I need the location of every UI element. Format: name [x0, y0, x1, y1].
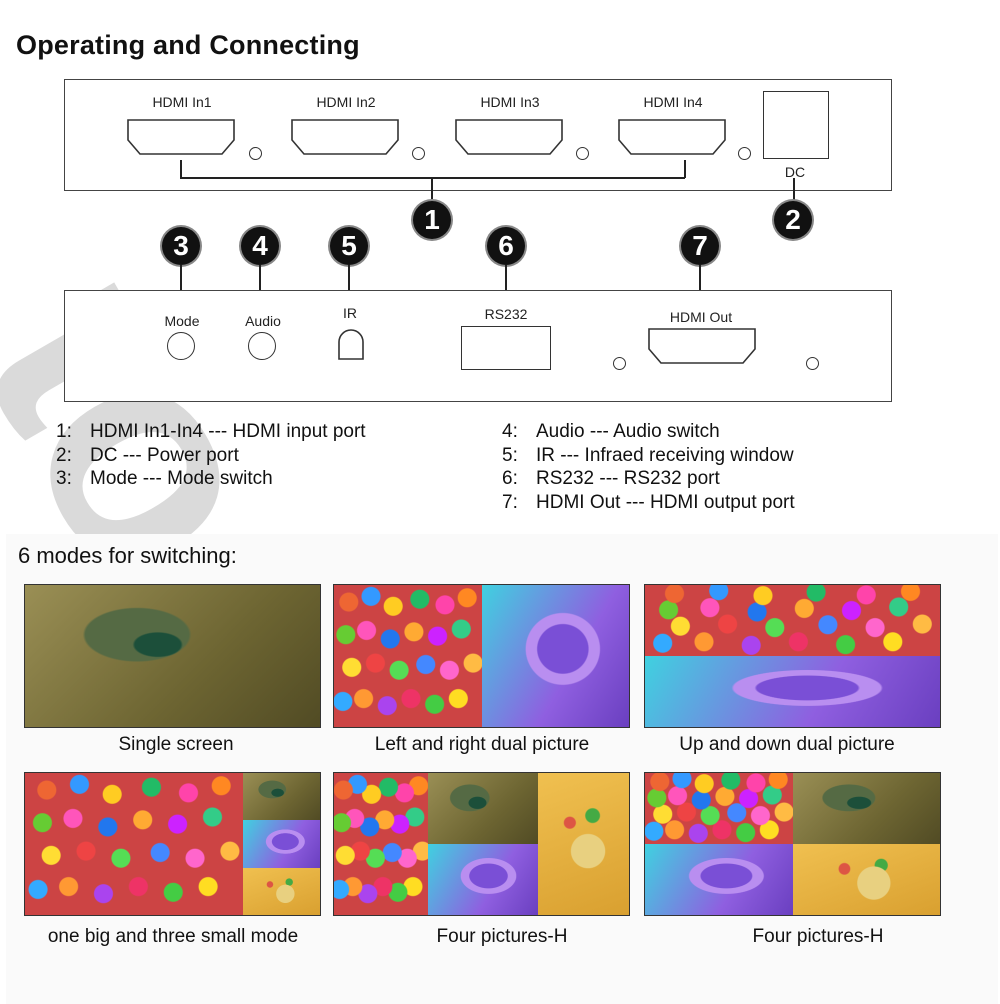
leader-line	[699, 265, 701, 305]
mode-caption: Up and down dual picture	[679, 734, 895, 755]
screw-icon	[738, 147, 751, 160]
mouse-image	[645, 844, 793, 915]
mode-thumb-single-screen	[24, 584, 321, 728]
hdmi-in3-port-icon	[455, 119, 563, 155]
rs232-port-icon	[461, 326, 551, 370]
callout-badge-3: 3	[162, 227, 200, 265]
hdmi-in2-label: HDMI In2	[316, 94, 376, 110]
hdmi-in4-port-icon	[618, 119, 726, 155]
mode-thumb-left-right	[333, 584, 630, 728]
legend-left: 1:HDMI In1-In4 --- HDMI input port 2:DC …	[56, 420, 366, 491]
hummingbird-image	[428, 773, 538, 844]
hdmi-in2-port-icon	[291, 119, 399, 155]
mouse-image	[481, 585, 629, 727]
mode-caption: Left and right dual picture	[374, 734, 590, 755]
callout-badge-4: 4	[241, 227, 279, 265]
legend-item: 4:Audio --- Audio switch	[502, 421, 720, 442]
leader-line	[793, 178, 795, 200]
salad-image	[792, 844, 940, 915]
hdmi-in3-label: HDMI In3	[480, 94, 540, 110]
mouse-image	[428, 844, 538, 915]
hdmi-out-label: HDMI Out	[669, 309, 733, 325]
screw-icon	[576, 147, 589, 160]
legend-item: 5:IR --- Infraed receiving window	[502, 444, 794, 466]
hummingbird-image	[25, 585, 320, 727]
page-title: Operating and Connecting	[16, 30, 360, 60]
legend-item: 3:Mode --- Mode switch	[56, 468, 273, 489]
leader-line	[180, 265, 182, 311]
hdmi-out-port-icon	[648, 328, 756, 364]
mode-caption: Single screen	[118, 734, 234, 755]
salad-image	[243, 867, 320, 915]
candy-image	[25, 773, 244, 915]
callout-badge-1: 1	[413, 201, 451, 239]
audio-label: Audio	[245, 313, 281, 329]
bracket-line	[180, 160, 182, 178]
leader-line	[259, 265, 261, 311]
legend-item: 7:HDMI Out --- HDMI output port	[502, 491, 795, 513]
mouse-image	[645, 656, 940, 727]
rear-panel-top: HDMI In1 HDMI In2 HDMI In3 HDMI In4 DC	[64, 79, 892, 191]
screw-icon	[249, 147, 262, 160]
legend-right: 4:Audio --- Audio switch 5:IR --- Infrae…	[502, 420, 795, 514]
audio-button-icon	[248, 332, 276, 360]
hdmi-in4-label: HDMI In4	[643, 94, 703, 110]
leader-line	[431, 177, 433, 199]
screw-icon	[613, 357, 626, 370]
callout-badge-6: 6	[487, 227, 525, 265]
legend-item: 6:RS232 --- RS232 port	[502, 468, 720, 489]
leader-line	[505, 265, 507, 299]
candy-image	[334, 773, 429, 915]
screw-icon	[412, 147, 425, 160]
hummingbird-image	[243, 773, 320, 821]
dc-port-icon	[763, 91, 829, 159]
modes-header: 6 modes for switching:	[18, 543, 237, 568]
hdmi-in1-port-icon	[127, 119, 235, 155]
mode-thumb-four-pictures-h-grid	[644, 772, 941, 916]
rear-panel-bottom: Mode Audio IR RS232 HDMI Out	[64, 290, 892, 402]
mode-thumb-four-pictures-h	[333, 772, 630, 916]
hummingbird-image	[792, 773, 940, 844]
salad-image	[537, 773, 629, 915]
screw-icon	[806, 357, 819, 370]
leader-line	[348, 265, 350, 305]
candy-image	[645, 773, 793, 844]
legend-item: 1:HDMI In1-In4 --- HDMI input port	[56, 421, 366, 442]
ir-label: IR	[343, 305, 357, 321]
dc-label: DC	[784, 164, 806, 180]
mode-thumb-up-down	[644, 584, 941, 728]
callout-badge-5: 5	[330, 227, 368, 265]
mouse-image	[243, 820, 320, 868]
callout-badge-7: 7	[681, 227, 719, 265]
bracket-line	[684, 160, 686, 178]
mode-caption: Four pictures-H	[436, 926, 568, 947]
hdmi-in1-label: HDMI In1	[152, 94, 212, 110]
rs232-label: RS232	[484, 306, 528, 322]
mode-button-icon	[167, 332, 195, 360]
ir-window-icon	[338, 329, 364, 360]
mode-caption: one big and three small mode	[47, 926, 299, 947]
mode-thumb-one-big-three-small	[24, 772, 321, 916]
bracket-line	[180, 177, 685, 179]
mode-caption: Four pictures-H	[752, 926, 884, 947]
callout-badge-2: 2	[774, 201, 812, 239]
mode-label: Mode	[164, 313, 200, 329]
candy-image	[334, 585, 482, 727]
legend-item: 2:DC --- Power port	[56, 444, 239, 466]
candy-image	[645, 585, 940, 656]
